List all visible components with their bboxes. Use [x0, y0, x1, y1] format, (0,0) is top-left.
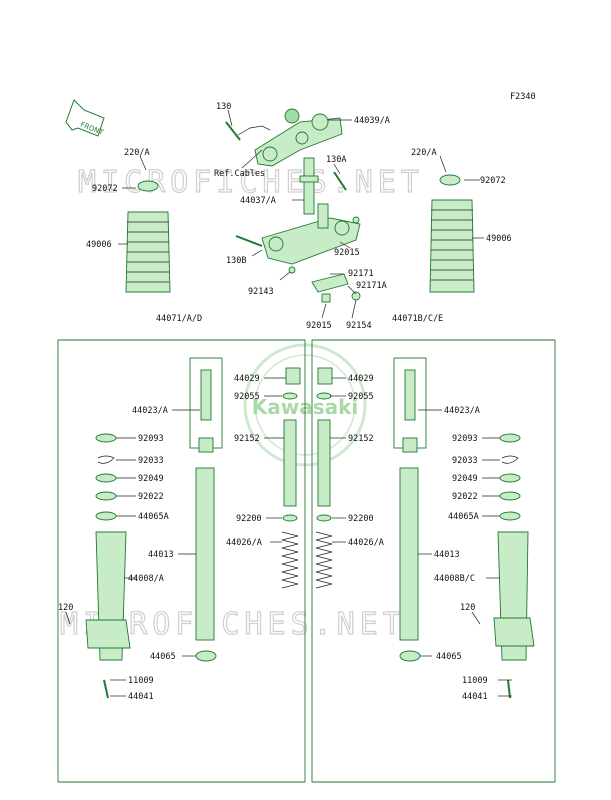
label-92022-right: 92022: [452, 492, 478, 502]
label-49006-right: 49006: [486, 234, 512, 244]
label-44037a: 44037/A: [240, 196, 276, 206]
label-92154: 92154: [346, 321, 372, 331]
label-92072-right: 92072: [480, 176, 506, 186]
label-92033-right: 92033: [452, 456, 478, 466]
label-44029-right: 44029: [348, 374, 374, 384]
front-arrow-icon: FRONT: [65, 99, 105, 137]
label-44065a-left: 44065A: [138, 512, 169, 522]
label-130: 130: [216, 102, 231, 112]
fork-boot-right-49006: [429, 174, 475, 293]
label-44065a-right: 44065A: [448, 512, 479, 522]
label-92200-right: 92200: [348, 514, 374, 524]
label-11009-left: 11009: [128, 676, 154, 686]
label-220a-right: 220/A: [411, 148, 437, 158]
label-44013-right: 44013: [434, 550, 460, 560]
label-44071-left: 44071/A/D: [156, 314, 202, 324]
label-44026a-right: 44026/A: [348, 538, 384, 548]
leader-lines: [65, 109, 512, 697]
fork-assembly-right-frame: [311, 339, 556, 783]
label-120-right: 120: [460, 603, 475, 613]
label-44026a-left: 44026/A: [226, 538, 262, 548]
label-92015-top: 92015: [334, 248, 360, 258]
label-44013-left: 44013: [148, 550, 174, 560]
label-44071-right: 44071B/C/E: [392, 314, 443, 324]
label-92171: 92171: [348, 269, 374, 279]
label-44008bc: 44008B/C: [434, 574, 475, 584]
fork-left-parts: [85, 367, 301, 699]
watermark-text-top: MICROFICHES.NET: [78, 165, 424, 200]
fork-right-parts: [315, 367, 535, 699]
label-92093-right: 92093: [452, 434, 478, 444]
label-44008a: 44008/A: [128, 574, 164, 584]
label-92015-bottom: 92015: [306, 321, 332, 331]
label-120-left: 120: [58, 603, 73, 613]
label-92049-right: 92049: [452, 474, 478, 484]
fork-assembly-left-frame: [57, 339, 306, 783]
label-92093-left: 92093: [138, 434, 164, 444]
label-92200-left: 92200: [236, 514, 262, 524]
bracket-92171-icon: [288, 216, 361, 303]
label-92055-left: 92055: [234, 392, 260, 402]
label-44039a: 44039/A: [354, 116, 390, 126]
label-44041-left: 44041: [128, 692, 154, 702]
label-92022-left: 92022: [138, 492, 164, 502]
part-labels: 130 44039/A 220/A 220/A Ref.Cables 130A …: [58, 102, 512, 702]
label-44041-right: 44041: [462, 692, 488, 702]
label-44065-left: 44065: [150, 652, 176, 662]
label-130a: 130A: [326, 155, 346, 165]
label-92055-right: 92055: [348, 392, 374, 402]
label-92143: 92143: [248, 287, 274, 297]
label-44065-right: 44065: [436, 652, 462, 662]
label-11009-right: 11009: [462, 676, 488, 686]
label-130b: 130B: [226, 256, 246, 266]
label-92033-left: 92033: [138, 456, 164, 466]
label-92152-right: 92152: [348, 434, 374, 444]
bolt-130b-icon: [235, 235, 263, 247]
label-44023a-right: 44023/A: [444, 406, 480, 416]
label-92049-left: 92049: [138, 474, 164, 484]
steering-stem-44037: [261, 157, 361, 265]
label-220a-left: 220/A: [124, 148, 150, 158]
fork-boot-left-49006: [125, 180, 171, 293]
bolt-130a-icon: [333, 171, 347, 191]
label-92171a: 92171A: [356, 281, 387, 291]
diagram-code: F2340: [510, 92, 536, 102]
label-49006-left: 49006: [86, 240, 112, 250]
label-44023a-left: 44023/A: [132, 406, 168, 416]
upper-bracket-44039: [237, 108, 343, 167]
label-92072-left: 92072: [92, 184, 118, 194]
bolt-130-icon: [225, 121, 241, 141]
label-ref-cables: Ref.Cables: [214, 169, 265, 179]
label-92152-left: 92152: [234, 434, 260, 444]
label-44029-left: 44029: [234, 374, 260, 384]
